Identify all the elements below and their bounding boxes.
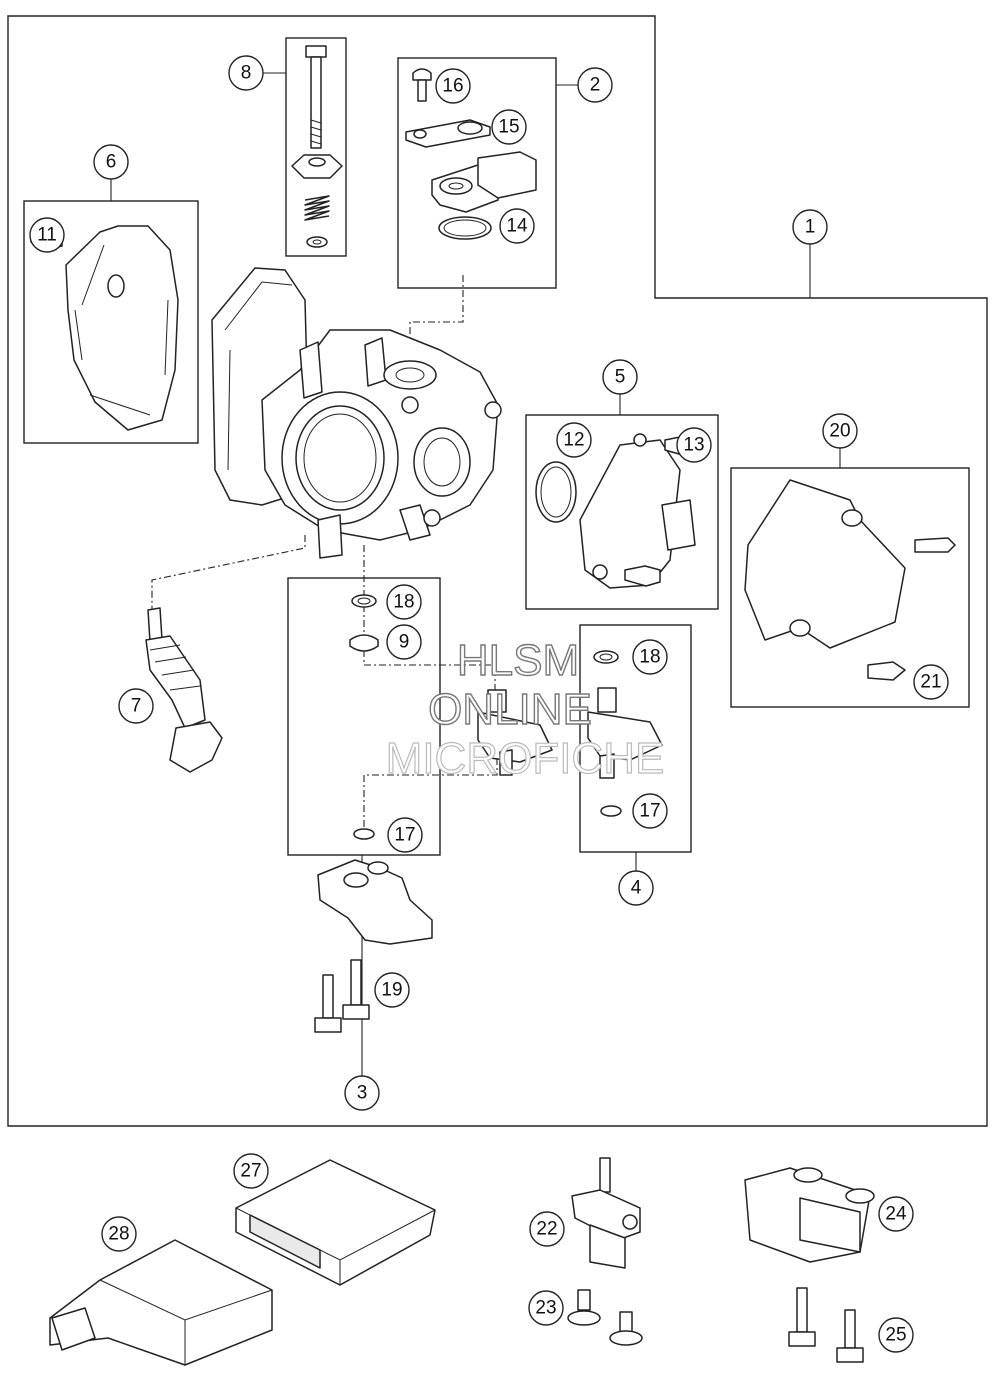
callout-14: 14 xyxy=(499,208,535,244)
callout-15: 15 xyxy=(491,109,527,145)
callout-23: 23 xyxy=(528,1290,564,1326)
callout-label: 8 xyxy=(241,63,252,84)
callout-label: 23 xyxy=(535,1298,556,1319)
ecu-27 xyxy=(235,1159,436,1286)
callout-label: 17 xyxy=(639,801,660,822)
group-box-5 xyxy=(525,414,719,610)
callout-label: 16 xyxy=(442,76,463,97)
dash-sparkplug xyxy=(151,535,306,610)
callout-13: 13 xyxy=(676,427,712,463)
group-box-3 xyxy=(287,577,441,856)
callout-22: 22 xyxy=(529,1211,565,1247)
callout-18-a: 18 xyxy=(386,584,422,620)
callout-label: 13 xyxy=(683,435,704,456)
callout-label: 22 xyxy=(536,1219,557,1240)
callout-27: 27 xyxy=(233,1153,269,1189)
connector-24 xyxy=(744,1167,875,1263)
callout-label: 3 xyxy=(357,1083,368,1104)
bolts-25 xyxy=(788,1287,864,1363)
callout-11: 11 xyxy=(29,217,65,253)
callout-label: 11 xyxy=(37,225,57,246)
assembly-outline xyxy=(7,15,988,1127)
callout-label: 15 xyxy=(498,117,519,138)
group-box-8 xyxy=(285,37,347,257)
callout-12: 12 xyxy=(556,422,592,458)
callout-2: 2 xyxy=(577,67,613,103)
callout-label: 1 xyxy=(805,217,816,238)
sensor-kit xyxy=(405,68,537,240)
callout-label: 2 xyxy=(590,75,601,96)
callout-25: 25 xyxy=(878,1317,914,1353)
sensor-22 xyxy=(571,1157,641,1269)
callout-7: 7 xyxy=(118,688,154,724)
callout-label: 27 xyxy=(240,1161,261,1182)
fuel-rail-kit xyxy=(314,594,433,1033)
group-box-2 xyxy=(397,57,557,289)
throttle-body xyxy=(211,267,502,559)
callout-8: 8 xyxy=(228,55,264,91)
callout-3: 3 xyxy=(344,1075,380,1111)
callout-label: 9 xyxy=(399,632,410,653)
callout-17-b: 17 xyxy=(632,793,668,829)
bolt-spring-assembly xyxy=(291,45,343,248)
callout-label: 6 xyxy=(106,152,117,173)
ecu-28 xyxy=(49,1239,273,1366)
callout-16: 16 xyxy=(435,68,471,104)
callout-label: 14 xyxy=(506,216,528,237)
callout-label: 4 xyxy=(631,878,642,899)
callout-label: 24 xyxy=(885,1204,907,1225)
callout-label: 12 xyxy=(563,430,584,451)
callout-label: 28 xyxy=(108,1224,129,1245)
callout-label: 7 xyxy=(131,696,142,717)
callout-19: 19 xyxy=(374,972,410,1008)
fuel-injector-kit xyxy=(587,650,663,817)
watermark-line-2: ONLINE xyxy=(428,685,592,734)
callout-21: 21 xyxy=(913,664,949,700)
callout-9: 9 xyxy=(386,624,422,660)
callout-label: 18 xyxy=(393,592,414,613)
callout-label: 20 xyxy=(829,421,850,442)
callout-28: 28 xyxy=(101,1216,137,1252)
callout-label: 19 xyxy=(381,980,402,1001)
watermark-line-1: HLSM xyxy=(457,636,579,685)
callout-17-a: 17 xyxy=(387,817,423,853)
watermark: HLSM ONLINE MICROFICHE xyxy=(385,635,665,783)
cover-bracket xyxy=(30,225,179,431)
watermark-line-3: MICROFICHE xyxy=(386,734,665,783)
callout-label: 5 xyxy=(615,367,626,388)
callout-label: 17 xyxy=(394,825,415,846)
callout-label: 25 xyxy=(885,1325,906,1346)
tps-sensor xyxy=(535,433,701,589)
callout-18-b: 18 xyxy=(632,639,668,675)
callout-label: 21 xyxy=(920,672,941,693)
callout-1: 1 xyxy=(792,209,828,245)
sensor-plug xyxy=(145,607,223,773)
group-box-20 xyxy=(730,467,970,708)
sensor-cover xyxy=(744,479,956,681)
callout-4: 4 xyxy=(618,870,654,906)
screws-23 xyxy=(567,1289,643,1346)
callout-5: 5 xyxy=(602,359,638,395)
callout-label: 18 xyxy=(639,647,660,668)
callout-6: 6 xyxy=(93,144,129,180)
callout-20: 20 xyxy=(822,413,858,449)
callout-24: 24 xyxy=(878,1196,914,1232)
fuel-injector-center xyxy=(477,689,553,776)
